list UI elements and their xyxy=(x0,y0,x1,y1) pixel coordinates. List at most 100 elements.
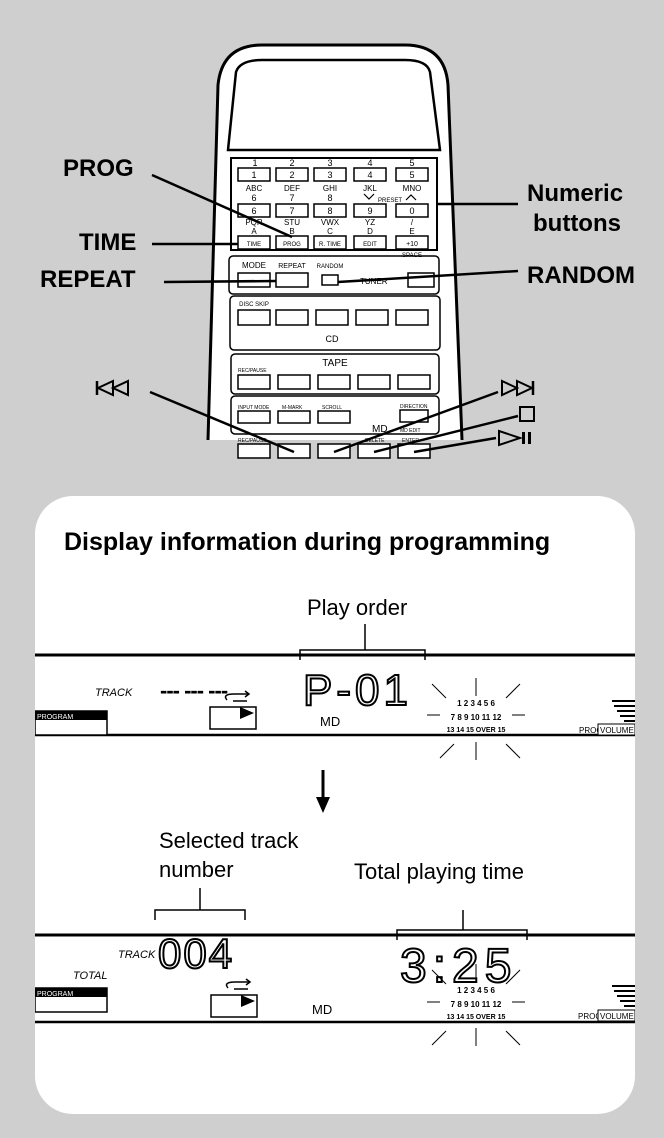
scroll-button[interactable] xyxy=(317,410,351,424)
key-label: 1 xyxy=(252,158,257,168)
svg-text:2: 2 xyxy=(289,158,294,168)
display1-prog-label: PROG xyxy=(579,726,603,735)
key-0-button[interactable] xyxy=(395,203,429,218)
key-9-button[interactable] xyxy=(353,203,387,218)
numeric-row-1: 1 2 3 4 5 1 2 3 4 5 ABC DEF GHI JKL MNO xyxy=(237,158,429,193)
svg-text:/: / xyxy=(411,218,414,227)
key-8-button[interactable] xyxy=(313,203,347,218)
svg-text:RANDOM: RANDOM xyxy=(317,264,344,270)
svg-text:7 8 9 10 11 12: 7 8 9 10 11 12 xyxy=(451,1000,502,1009)
svg-text:6: 6 xyxy=(251,206,256,216)
key-5-button[interactable] xyxy=(395,167,429,182)
svg-text:SPACE: SPACE xyxy=(402,253,422,259)
mode-row: MODE REPEAT RANDOM TUNER xyxy=(237,261,435,288)
numeric-callout-line2: buttons xyxy=(533,210,621,237)
key-1-button[interactable] xyxy=(237,167,271,182)
svg-text:B: B xyxy=(289,227,294,236)
svg-text:C: C xyxy=(327,227,333,236)
m-mark-button[interactable] xyxy=(277,410,311,424)
cd-next-button[interactable] xyxy=(315,309,349,326)
display2-volume-bars xyxy=(612,985,635,1007)
repeat-button[interactable] xyxy=(275,272,309,288)
display2-track-grid: 1 2 3 4 5 6 7 8 9 10 11 12 13 14 15 OVER… xyxy=(427,964,525,1046)
svg-text:MODE: MODE xyxy=(242,261,266,270)
display1-volume-bars xyxy=(612,700,635,722)
svg-text:9: 9 xyxy=(367,206,372,216)
play-pause-icon xyxy=(498,429,531,447)
svg-text:REC/PAUSE: REC/PAUSE xyxy=(238,368,267,374)
svg-text:INPUT MODE: INPUT MODE xyxy=(238,405,270,411)
display2-repeat-icon xyxy=(210,978,258,1018)
tape-stop-button[interactable] xyxy=(357,374,391,390)
svg-text:PROG: PROG xyxy=(283,242,301,248)
numeric-callout-line1: Numeric xyxy=(527,180,624,207)
svg-text:7 8 9 10 11 12: 7 8 9 10 11 12 xyxy=(451,713,502,722)
svg-text:PRESET: PRESET xyxy=(378,198,402,204)
svg-text:1: 1 xyxy=(251,170,256,180)
svg-text:TUNER: TUNER xyxy=(360,277,388,286)
svg-text:8: 8 xyxy=(327,193,332,203)
svg-text:R. TIME: R. TIME xyxy=(319,242,341,248)
selected-track-caption-line1: Selected track xyxy=(159,828,299,853)
svg-text:1 2 3 4 5 6: 1 2 3 4 5 6 xyxy=(457,986,495,995)
svg-text:4: 4 xyxy=(367,158,372,168)
tape-ff-button[interactable] xyxy=(317,374,351,390)
cd-stop-button[interactable] xyxy=(355,309,389,326)
svg-text:DIRECTION: DIRECTION xyxy=(400,404,428,410)
play-order-caption: Play order xyxy=(307,595,408,620)
key-7-button[interactable] xyxy=(275,203,309,218)
panel-title: Display information during programming xyxy=(64,528,551,556)
input-mode-button[interactable] xyxy=(237,410,271,424)
random-button[interactable] xyxy=(321,274,339,286)
svg-text:5: 5 xyxy=(409,170,414,180)
cd-row: DISC SKIP CD xyxy=(237,302,429,344)
remote-control-illustration: 1 2 3 4 5 1 2 3 4 5 ABC DEF GHI JKL MNO … xyxy=(95,43,535,459)
display2-program-label: PROGRAM xyxy=(37,991,73,998)
svg-text:EDIT: EDIT xyxy=(363,242,377,248)
plus10-button[interactable] xyxy=(395,235,429,250)
tape-rewind-button[interactable] xyxy=(277,374,311,390)
display1-dashes: --- --- --- xyxy=(160,678,228,703)
preset-up-icon xyxy=(405,194,417,201)
next-track-icon xyxy=(501,379,535,397)
tape-play-button[interactable] xyxy=(397,374,431,390)
svg-text:7: 7 xyxy=(289,206,294,216)
time-button[interactable] xyxy=(237,235,271,250)
svg-text:3: 3 xyxy=(327,158,332,168)
r-time-button[interactable] xyxy=(313,235,347,250)
display2-volume-label: VOLUME xyxy=(600,1012,634,1021)
svg-text:1 2 3 4 5 6: 1 2 3 4 5 6 xyxy=(457,699,495,708)
tape-rec-pause-button[interactable] xyxy=(237,374,271,390)
md-rec-pause-button[interactable] xyxy=(237,443,271,459)
key-4-button[interactable] xyxy=(353,167,387,182)
svg-text:13 14 15 OVER 15: 13 14 15 OVER 15 xyxy=(447,727,506,734)
svg-text:DELETE: DELETE xyxy=(365,438,385,444)
svg-text:A: A xyxy=(251,227,257,236)
prev-track-icon xyxy=(95,379,129,397)
cd-play-pause-button[interactable] xyxy=(395,309,429,326)
svg-text:+10: +10 xyxy=(406,241,418,248)
time-callout: TIME xyxy=(79,229,137,256)
tuner-button[interactable] xyxy=(407,272,435,288)
svg-text:STU: STU xyxy=(284,218,300,227)
down-arrow-icon xyxy=(316,797,330,813)
key-3-button[interactable] xyxy=(313,167,347,182)
edit-button[interactable] xyxy=(353,235,387,250)
svg-text:2: 2 xyxy=(289,170,294,180)
svg-text:DEF: DEF xyxy=(284,184,300,193)
svg-text:5: 5 xyxy=(409,158,414,168)
display2-time-readout: 3:25 xyxy=(400,940,517,993)
display-illustrations: TRACK --- --- --- P-01 PROGRAM MD 1 2 3 … xyxy=(35,624,635,1046)
display-info-panel xyxy=(35,496,635,1114)
svg-text:TIME: TIME xyxy=(247,242,261,248)
key-2-button[interactable] xyxy=(275,167,309,182)
svg-text:YZ: YZ xyxy=(365,218,375,227)
cd-prev-button[interactable] xyxy=(275,309,309,326)
svg-text:CD: CD xyxy=(326,334,339,344)
key-6-button[interactable] xyxy=(237,203,271,218)
svg-text:M-MARK: M-MARK xyxy=(282,405,303,411)
svg-text:13 14 15 OVER 15: 13 14 15 OVER 15 xyxy=(447,1014,506,1021)
prog-callout: PROG xyxy=(63,155,134,182)
disc-skip-button[interactable] xyxy=(237,309,271,326)
display1-track-grid: 1 2 3 4 5 6 7 8 9 10 11 12 13 14 15 OVER… xyxy=(427,678,525,760)
